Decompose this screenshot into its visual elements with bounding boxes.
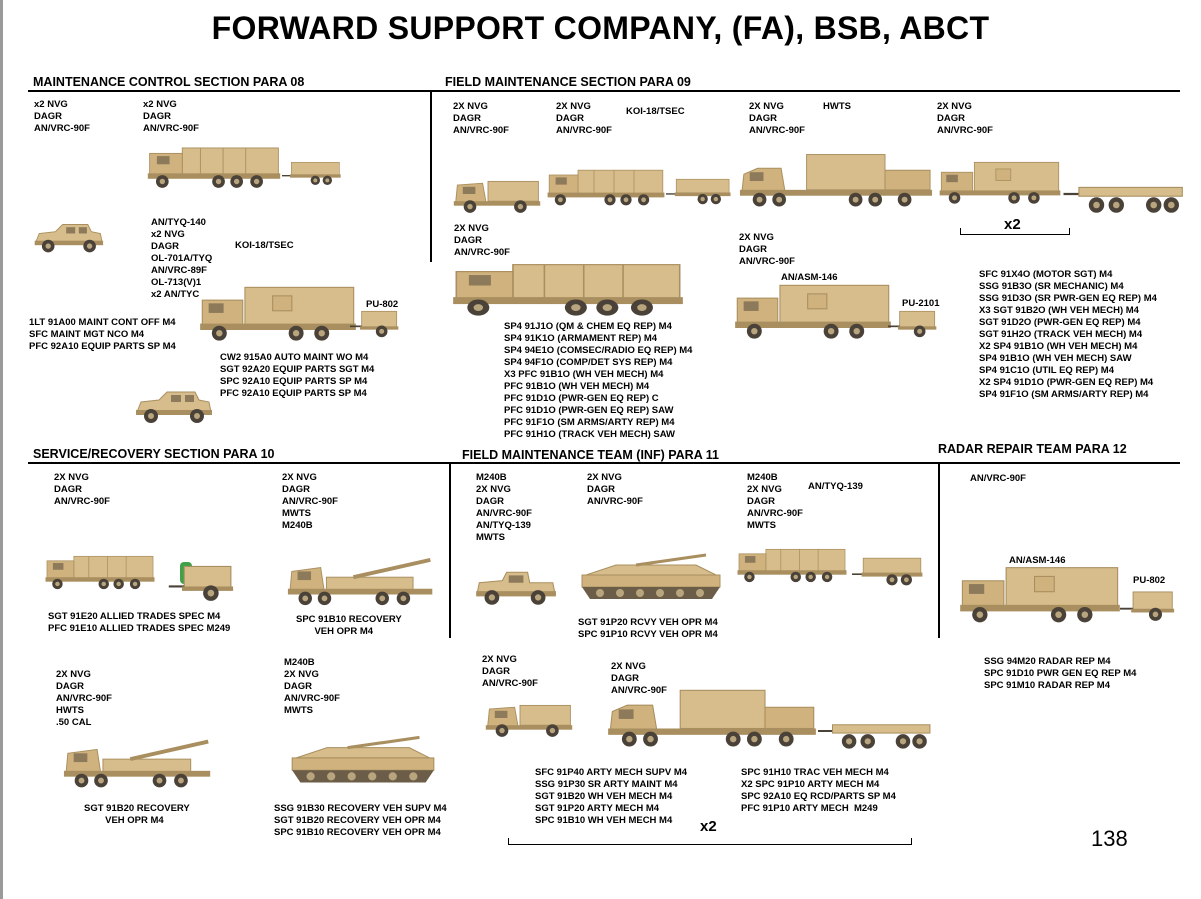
cargo-truck-icon xyxy=(146,142,282,192)
hemtt-icon xyxy=(738,148,934,216)
mcs-equipment-3: AN/TYQ-140 x2 NVG DAGR OL-701A/TYQ AN/VR… xyxy=(151,217,213,300)
fmt-equipment-1: M240B 2X NVG DAGR AN/VRC-90F AN/TYQ-139 … xyxy=(476,472,532,543)
fms-hwts-label: HWTS xyxy=(823,101,851,112)
fms-equipment-6: 2X NVG DAGR AN/VRC-90F xyxy=(739,232,795,267)
srs-equipment-1: 2X NVG DAGR AN/VRC-90F xyxy=(54,472,110,507)
cargo-truck-icon xyxy=(546,165,666,209)
wrecker-icon xyxy=(286,556,440,608)
page-title: FORWARD SUPPORT COMPANY, (FA), BSB, ABCT xyxy=(211,10,990,46)
trailer-icon xyxy=(666,172,732,210)
fmt-equipment-5: 2X NVG DAGR AN/VRC-90F xyxy=(611,661,667,696)
hemtt-icon xyxy=(606,684,818,756)
section-service-recovery: SERVICE/RECOVERY SECTION PARA 10 xyxy=(33,447,275,461)
fmt-personnel-1: SGT 91P20 RCVY VEH OPR M4 SPC 91P10 RCVY… xyxy=(578,617,718,640)
fms-equipment-4: 2X NVG DAGR AN/VRC-90F xyxy=(937,101,993,136)
tank-recovery-icon xyxy=(286,733,440,789)
tank-recovery-icon xyxy=(576,550,726,606)
top-vertical-divider xyxy=(430,90,432,262)
mcs-generator-label: PU-802 xyxy=(366,299,399,310)
mcs-personnel-1: 1LT 91A00 MAINT CONT OFF M4 SFC MAINT MG… xyxy=(29,317,176,352)
wrecker-icon xyxy=(62,736,218,792)
fms-personnel-right: SFC 91X4O (MOTOR SGT) M4 SSG 91B3O (SR M… xyxy=(979,269,1157,400)
mcs-equipment-1: x2 NVG DAGR AN/VRC-90F xyxy=(34,99,90,134)
fmt-multiplier: x2 xyxy=(700,818,717,835)
shelter-truck-icon xyxy=(733,282,893,342)
fmt-equipment-2: 2X NVG DAGR AN/VRC-90F xyxy=(587,472,643,507)
srs-equipment-3: 2X NVG DAGR AN/VRC-90F HWTS .50 CAL xyxy=(56,669,112,728)
cargo-truck-icon xyxy=(44,548,156,596)
fmt-personnel-3: SPC 91H10 TRAC VEH MECH M4 X2 SPC 91P10 … xyxy=(741,767,896,814)
srs-personnel-3: SGT 91B20 RECOVERY VEH OPR M4 xyxy=(84,803,190,826)
rrt-generator-label: PU-802 xyxy=(1133,575,1166,586)
shelter-truck-icon xyxy=(938,152,1062,214)
section-maintenance-control: MAINTENANCE CONTROL SECTION PARA 08 xyxy=(33,75,305,89)
cargo-truck-icon xyxy=(736,540,848,590)
section-field-maintenance: FIELD MAINTENANCE SECTION PARA 09 xyxy=(445,75,691,89)
fms-equipment-3: 2X NVG DAGR AN/VRC-90F xyxy=(749,101,805,136)
left-edge-bar xyxy=(0,0,3,899)
small-truck-icon xyxy=(484,696,574,740)
fms-koi-label: KOI-18/TSEC xyxy=(626,106,685,117)
srs-personnel-2: SPC 91B10 RECOVERY VEH OPR M4 xyxy=(296,614,402,637)
section-field-maintenance-team: FIELD MAINTENANCE TEAM (INF) PARA 11 xyxy=(462,448,719,462)
generator-icon xyxy=(1120,588,1176,622)
generator-icon xyxy=(160,562,244,602)
fms-equipment-1: 2X NVG DAGR AN/VRC-90F xyxy=(453,101,509,136)
rrt-personnel: SSG 94M20 RADAR REP M4 SPC 91D10 PWR GEN… xyxy=(984,656,1137,691)
page-number: 138 xyxy=(1091,826,1128,851)
flat-trailer-icon xyxy=(1062,172,1186,216)
trailer-icon xyxy=(282,155,342,191)
mcs-equipment-2: x2 NVG DAGR AN/VRC-90F xyxy=(143,99,199,134)
fms-equipment-5: 2X NVG DAGR AN/VRC-90F xyxy=(454,223,510,258)
humvee-icon xyxy=(130,390,216,424)
generator-icon xyxy=(888,308,938,338)
fms-equipment-2: 2X NVG DAGR AN/VRC-90F xyxy=(556,101,612,136)
rrt-equipment-1: AN/VRC-90F xyxy=(970,473,1026,484)
srs-equipment-2: 2X NVG DAGR AN/VRC-90F MWTS M240B xyxy=(282,472,338,531)
mcs-personnel-2: CW2 915A0 AUTO MAINT WO M4 SGT 92A20 EQU… xyxy=(220,352,375,399)
cargo-truck-icon xyxy=(450,260,686,318)
pickup-icon xyxy=(473,570,557,606)
fms-multiplier: x2 xyxy=(1004,216,1021,233)
shelter-truck-icon xyxy=(958,564,1122,626)
fmt-personnel-2: SFC 91P40 ARTY MECH SUPV M4 SSG 91P30 SR… xyxy=(535,767,688,826)
fms-personnel-left: SP4 91J1O (QM & CHEM EQ REP) M4 SP4 91K1… xyxy=(504,321,693,440)
humvee-icon xyxy=(32,222,104,254)
top-divider xyxy=(28,90,1180,92)
flat-trailer-icon xyxy=(818,710,932,752)
small-truck-icon xyxy=(452,172,542,216)
mid-vertical-divider-right xyxy=(938,462,940,638)
srs-equipment-4: M240B 2X NVG DAGR AN/VRC-90F MWTS xyxy=(284,657,340,716)
fmt-tyq-label: AN/TYQ-139 xyxy=(808,481,863,492)
fms-generator-label: PU-2101 xyxy=(902,298,940,309)
mcs-koi-label: KOI-18/TSEC xyxy=(235,240,294,251)
fmt-equipment-3: M240B 2X NVG DAGR AN/VRC-90F MWTS xyxy=(747,472,803,531)
fmt-equipment-4: 2X NVG DAGR AN/VRC-90F xyxy=(482,654,538,689)
fms-multiplier-bracket xyxy=(960,228,1070,235)
fmt-multiplier-bracket xyxy=(508,838,912,845)
section-radar-repair: RADAR REPAIR TEAM PARA 12 xyxy=(938,442,1127,456)
trailer-icon xyxy=(852,552,924,590)
fms-asm-label: AN/ASM-146 xyxy=(781,272,838,283)
rrt-asm-label: AN/ASM-146 xyxy=(1009,555,1066,566)
mid-vertical-divider-left xyxy=(449,462,451,638)
srs-personnel-4: SSG 91B30 RECOVERY VEH SUPV M4 SGT 91B20… xyxy=(274,803,447,838)
shelter-truck-icon xyxy=(198,285,358,343)
srs-personnel-1: SGT 91E20 ALLIED TRADES SPEC M4 PFC 91E1… xyxy=(48,611,231,634)
generator-icon xyxy=(350,308,400,338)
middle-divider xyxy=(28,462,1180,464)
